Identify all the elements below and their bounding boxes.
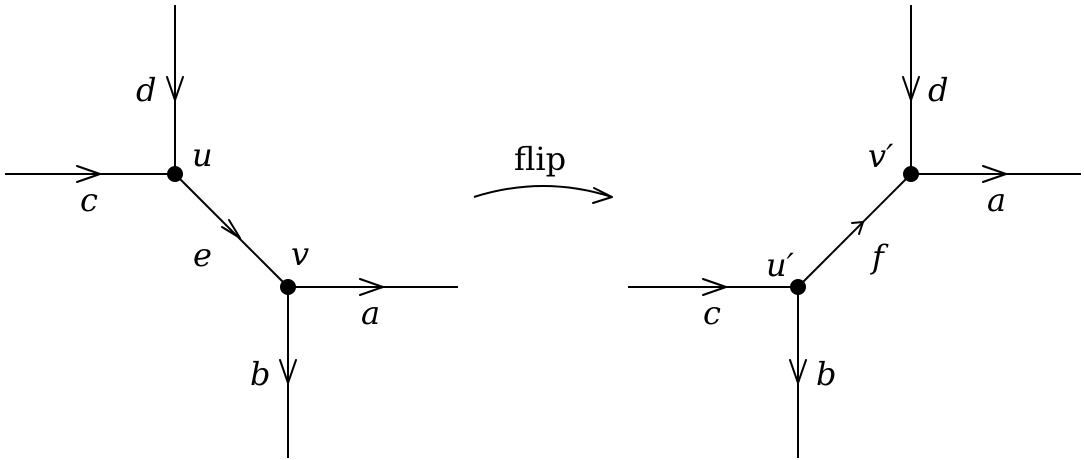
right-label-d: d bbox=[928, 71, 948, 109]
right-edge-a-arrow bbox=[982, 165, 1007, 183]
right-label-u-prime: u′ bbox=[766, 246, 795, 284]
left-vertex-u bbox=[167, 166, 183, 182]
left-vertex-v bbox=[280, 279, 296, 295]
right-edge-f bbox=[797, 173, 912, 288]
left-label-v: v bbox=[291, 235, 309, 273]
right-edge-b-arrow bbox=[789, 359, 807, 384]
flip-transition: flip bbox=[473, 140, 613, 204]
left-label-u: u bbox=[192, 136, 213, 174]
right-label-f: f bbox=[870, 238, 889, 276]
right-label-b: b bbox=[816, 355, 836, 393]
right-edge-d-arrow bbox=[902, 76, 920, 101]
left-edge-c-arrow bbox=[76, 165, 101, 183]
right-vertex-v-prime bbox=[903, 166, 919, 182]
left-edge-b-arrow bbox=[279, 359, 297, 384]
left-graph: d u c e v a b bbox=[5, 5, 458, 458]
right-label-c: c bbox=[703, 294, 721, 332]
right-label-v-prime: v′ bbox=[868, 137, 894, 175]
left-label-c: c bbox=[80, 181, 98, 219]
right-vertex-u-prime bbox=[790, 279, 806, 295]
left-label-d: d bbox=[136, 71, 156, 109]
left-edge-e-arrow bbox=[221, 219, 241, 239]
left-edge-a-arrow bbox=[359, 278, 384, 296]
right-edge-c-arrow bbox=[702, 278, 727, 296]
left-edge-d-arrow bbox=[166, 76, 184, 101]
flip-label: flip bbox=[514, 140, 566, 178]
left-edge-e bbox=[174, 173, 289, 288]
right-label-a: a bbox=[987, 181, 1006, 219]
right-graph: d v′ a f u′ c b bbox=[628, 5, 1081, 458]
right-edge-f-arrow bbox=[851, 221, 864, 235]
left-label-a: a bbox=[361, 294, 380, 332]
flip-arrow-curve bbox=[473, 185, 613, 198]
left-label-b: b bbox=[250, 355, 270, 393]
flip-arrow-head bbox=[592, 187, 613, 204]
left-label-e: e bbox=[193, 236, 212, 274]
